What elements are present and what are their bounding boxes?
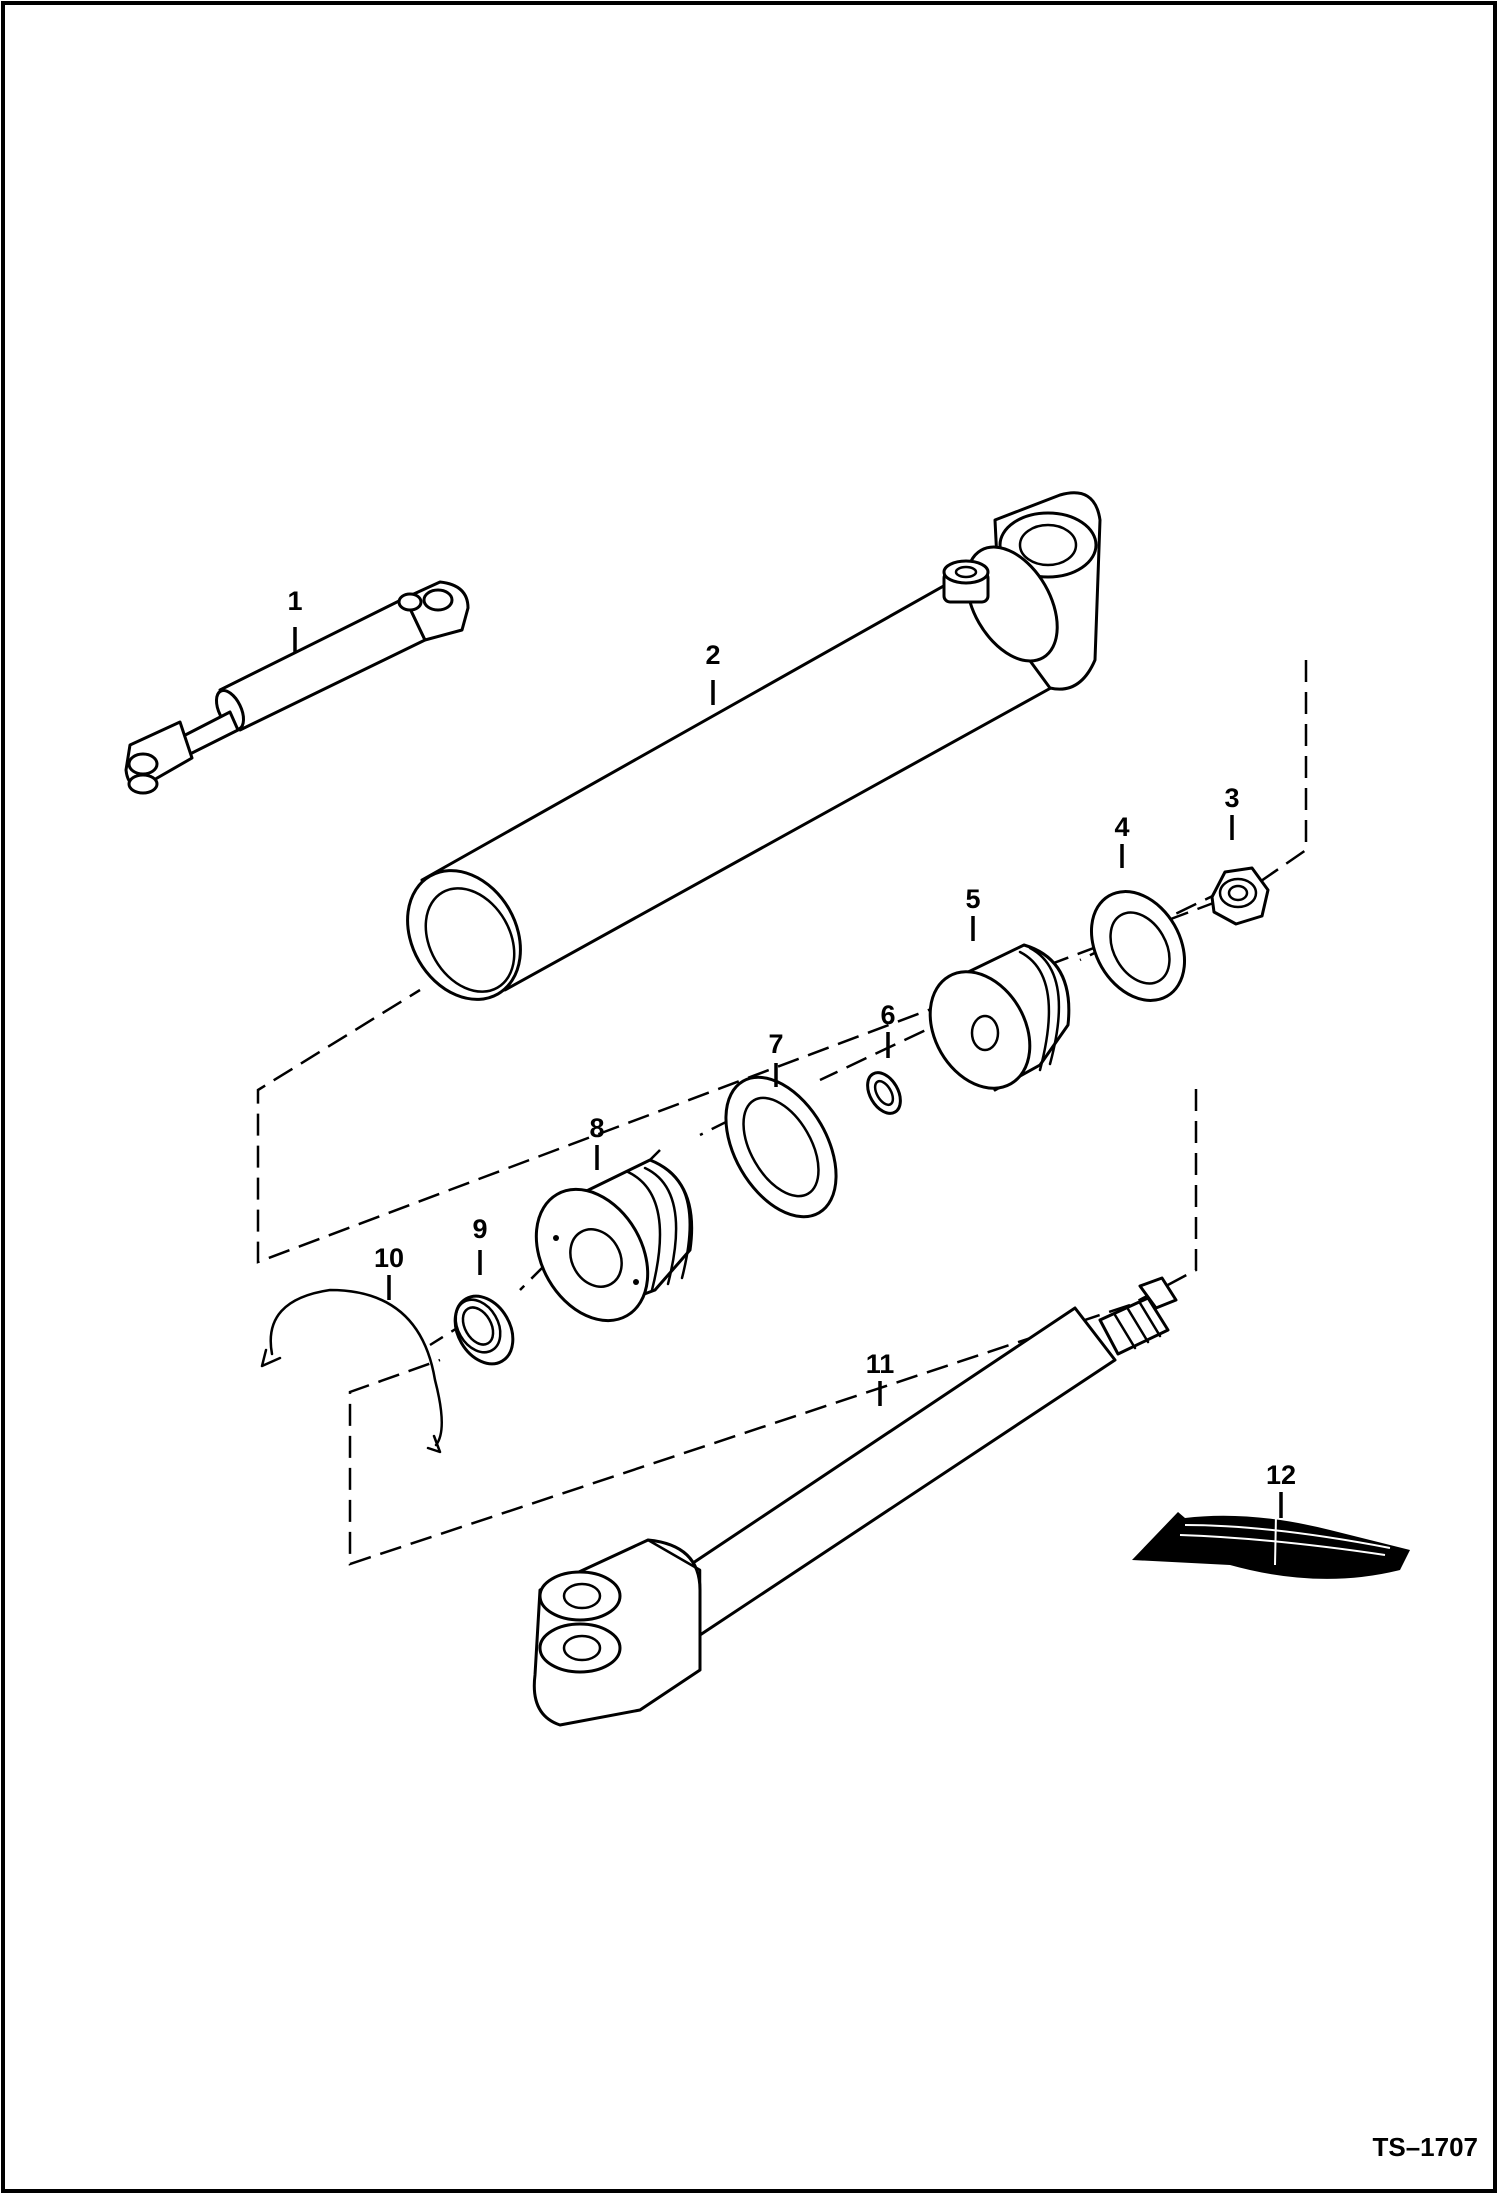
- part-9-wiper-seal: [453, 1294, 515, 1366]
- callout-label: 10: [374, 1243, 404, 1273]
- part-12-decal: [1132, 1512, 1410, 1579]
- part-8-gland: [534, 1158, 694, 1323]
- callout-label: 5: [965, 884, 980, 914]
- part-3-hex-nut: [1210, 866, 1270, 926]
- callout-label: 12: [1266, 1460, 1296, 1490]
- callout-label: 6: [880, 1000, 895, 1030]
- figure-id: TS–1707: [1372, 2132, 1478, 2162]
- part-5-piston: [928, 943, 1071, 1092]
- part-11-piston-rod: [532, 1276, 1178, 1727]
- callout-label: 4: [1114, 812, 1129, 842]
- callout-label: 9: [472, 1214, 487, 1244]
- part-10-snap-ring: [260, 1288, 443, 1454]
- callout-label: 11: [866, 1349, 895, 1379]
- callout-label: 1: [287, 586, 302, 616]
- part-4-washer: [1089, 890, 1187, 1002]
- callout-label: 3: [1224, 783, 1239, 813]
- part-1-cylinder-assembly: [124, 580, 470, 795]
- callout-label: 7: [768, 1029, 783, 1059]
- callout-label: 2: [705, 640, 720, 670]
- part-6-o-ring: [866, 1071, 902, 1115]
- callout-label: 8: [589, 1113, 604, 1143]
- leader-lines: [293, 627, 1283, 1518]
- part-7-flat-ring: [724, 1075, 838, 1219]
- part-2-cylinder-barrel: [406, 491, 1102, 1001]
- callout-labels: 1 2 3 4 5 6 7 8 9 10 11 12: [287, 586, 1296, 1490]
